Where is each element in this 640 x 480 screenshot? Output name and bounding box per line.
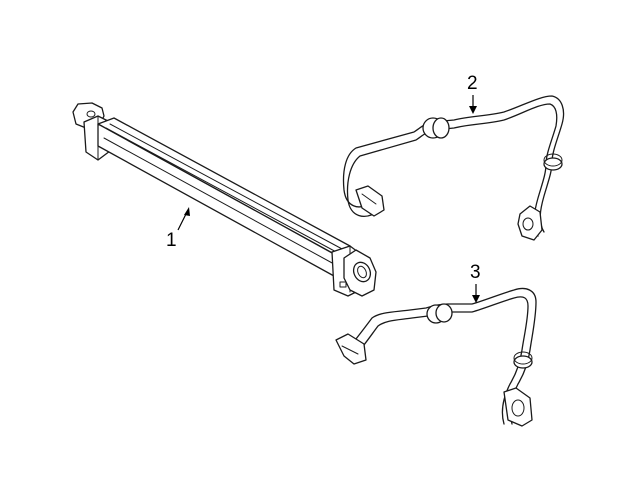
upper-cooler-line <box>342 95 565 241</box>
callout-1: 1 <box>166 207 190 251</box>
callout-3-label: 3 <box>470 262 481 283</box>
callout-1-label: 1 <box>166 230 177 251</box>
callout-3: 3 <box>470 262 481 303</box>
lower-cooler-line <box>335 287 537 427</box>
oil-cooler <box>72 102 377 297</box>
callout-2-label: 2 <box>467 73 478 94</box>
callout-2: 2 <box>467 73 478 114</box>
